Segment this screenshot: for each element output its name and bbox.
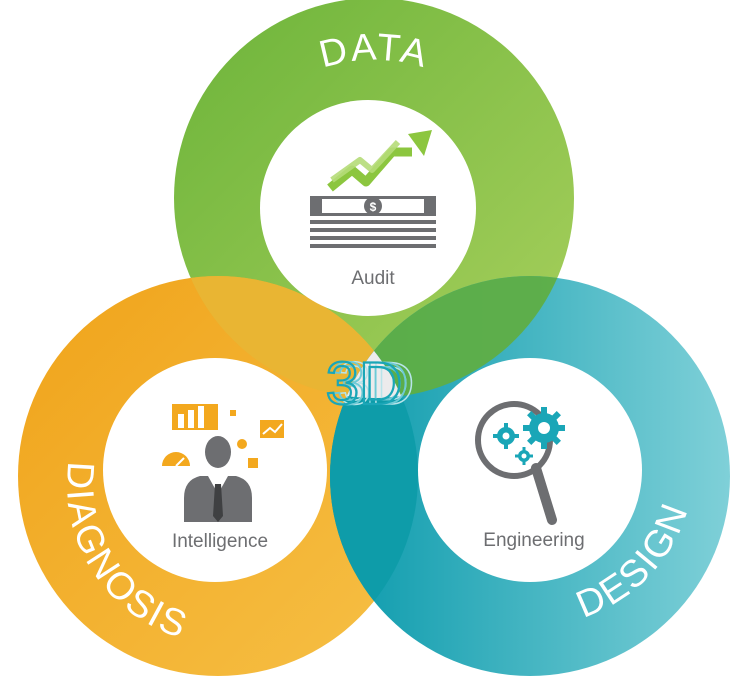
intelligence-inner-circle	[103, 358, 327, 582]
businessman-analytics-icon	[162, 404, 284, 522]
overlap-data-diagnosis	[174, 276, 418, 398]
engineering-label: Engineering	[483, 530, 584, 551]
large-gear-icon	[523, 407, 565, 449]
gear-magnifier-icon	[475, 401, 565, 525]
small-gear-icon	[493, 423, 519, 449]
svg-text:3D: 3D	[326, 350, 403, 417]
svg-text:3D: 3D	[338, 350, 415, 417]
intelligence-label: Intelligence	[172, 531, 268, 552]
tiny-gear-icon	[515, 447, 533, 465]
svg-text:3D: 3D	[332, 350, 409, 417]
overlap-data-design	[330, 276, 574, 398]
money-growth-icon: $	[310, 130, 436, 248]
audit-label: Audit	[351, 268, 395, 289]
svg-text:$: $	[370, 200, 377, 214]
center-3d-label: 3D 3D 3D	[325, 349, 416, 418]
data-ring-label: DATA	[315, 26, 433, 76]
